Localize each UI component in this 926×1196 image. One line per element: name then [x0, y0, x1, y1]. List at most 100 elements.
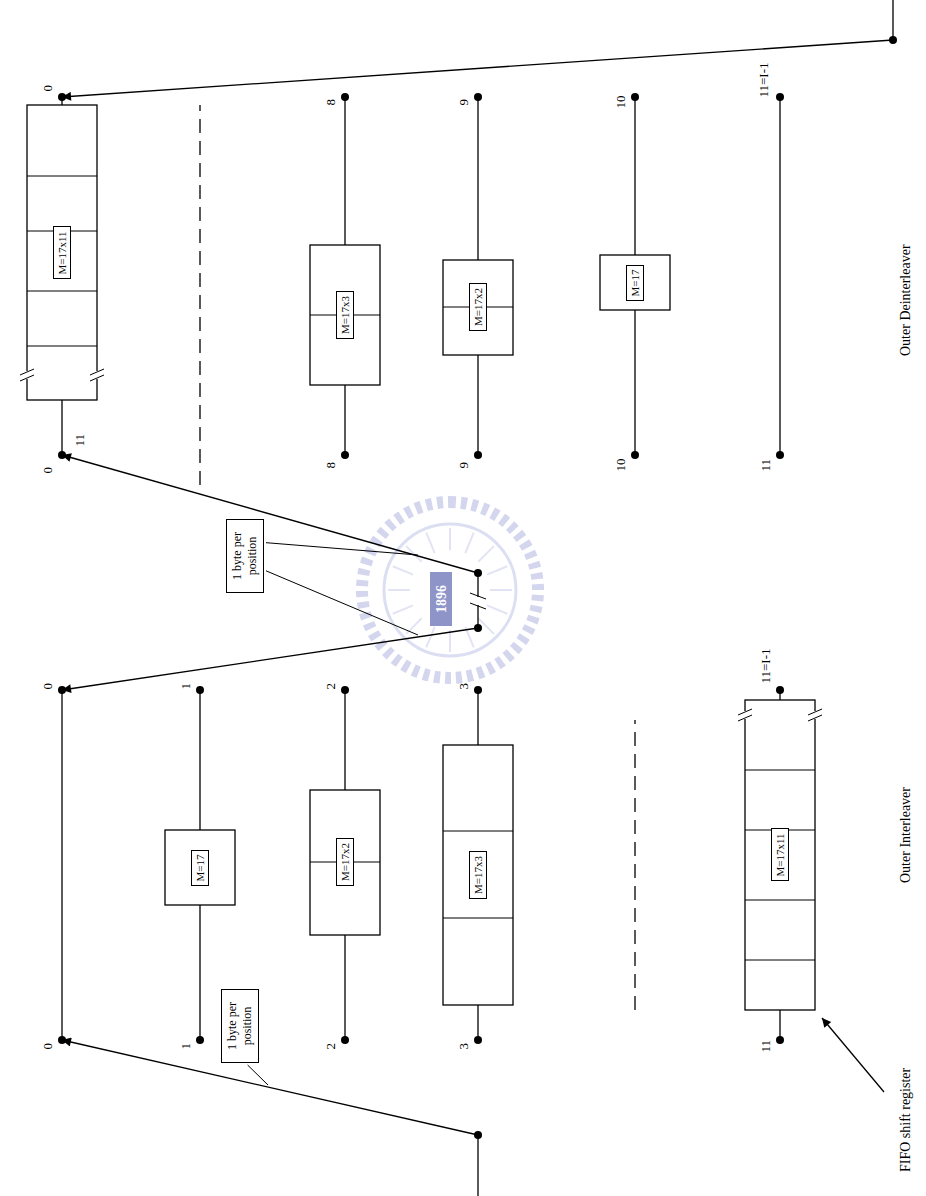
- watermark-logo: [362, 502, 538, 678]
- branch-number: 2: [324, 1043, 338, 1050]
- register-cell-divider: [27, 291, 97, 292]
- delay-label-box: M=17x11: [771, 828, 789, 881]
- branch-number: 9: [457, 99, 471, 106]
- switch-dot: [341, 93, 349, 101]
- box-text: M=17x11: [774, 833, 786, 876]
- caption-text: FIFO shift register: [898, 1068, 913, 1172]
- leader-arrow: [822, 1018, 884, 1092]
- branch-number: 10: [614, 96, 628, 109]
- note-box: 1 byte per position: [226, 519, 264, 593]
- register-cell-divider: [745, 770, 815, 771]
- switch-dot: [776, 686, 784, 694]
- register-cell-divider: [745, 960, 815, 961]
- break-mark: [90, 375, 104, 381]
- branch-number: 11: [759, 459, 773, 472]
- branch-number: 11: [759, 1040, 773, 1053]
- break-mark: [738, 715, 752, 721]
- box-text: M=17x11: [56, 231, 68, 274]
- note-box: 1 byte per position: [221, 989, 259, 1063]
- break-mark: [738, 709, 752, 715]
- switch-dot: [776, 93, 784, 101]
- box-text: 1 byte per position: [225, 995, 255, 1057]
- register-cell-divider: [443, 831, 513, 832]
- delay-label-box: M=17x3: [469, 851, 487, 899]
- switch-dot: [341, 1036, 349, 1044]
- delay-label-box: M=17: [191, 850, 209, 887]
- fifo-shift-register: [27, 105, 97, 400]
- commutator-arrow: [62, 1040, 478, 1135]
- ellipsis-dashes: [199, 105, 200, 485]
- branch-number: 0: [41, 85, 55, 92]
- box-text: M=17x2: [339, 843, 351, 881]
- box-text: M=17x3: [472, 856, 484, 894]
- box-text: M=17: [629, 270, 641, 297]
- switch-dot: [776, 1036, 784, 1044]
- switch-dot: [474, 686, 482, 694]
- ellipsis-dashes: [634, 720, 635, 1010]
- switch-dot: [889, 36, 897, 44]
- leader-line: [248, 1065, 268, 1085]
- commutator-arrow: [62, 628, 478, 690]
- switch-dot: [474, 451, 482, 459]
- break-gap: [26, 371, 98, 379]
- break-mark: [808, 709, 822, 715]
- branch-line: [779, 97, 780, 455]
- fifo-shift-register: [745, 700, 815, 1010]
- commutator-arrow: [62, 455, 478, 573]
- break-mark: [470, 603, 486, 609]
- fifo-shift-register: [443, 745, 513, 1005]
- fifo-shift-register: [443, 260, 513, 355]
- branch-number: 0: [41, 683, 55, 690]
- switch-dot: [631, 451, 639, 459]
- branch-number: 9: [457, 462, 471, 469]
- switch-dot: [341, 686, 349, 694]
- branch-number: 0: [41, 1043, 55, 1050]
- delay-label-box: M=17x3: [336, 291, 354, 339]
- box-text: M=17: [194, 855, 206, 882]
- box-text: M=17x2: [472, 288, 484, 326]
- caption-text: Outer Interleaver: [898, 787, 913, 883]
- switch-dot: [341, 451, 349, 459]
- fifo-shift-register: [600, 255, 670, 310]
- switch-dot: [474, 1131, 482, 1139]
- switch-dot: [196, 686, 204, 694]
- switch-dot: [474, 93, 482, 101]
- break-mark: [808, 715, 822, 721]
- box-text: M=17x3: [339, 296, 351, 334]
- branch-number: 11=I-1: [759, 648, 773, 683]
- break-gap: [744, 711, 816, 719]
- register-cell-divider: [443, 918, 513, 919]
- break-mark: [470, 593, 486, 599]
- branch-number: 11=I-1: [757, 62, 771, 97]
- branch-number: 11: [73, 434, 87, 447]
- watermark-text: 1896: [434, 585, 449, 613]
- switch-dot: [776, 451, 784, 459]
- break-mark: [20, 375, 34, 381]
- leader-line: [266, 543, 418, 555]
- break-mark: [90, 369, 104, 375]
- fifo-shift-register: [165, 830, 235, 905]
- branch-number: 1: [179, 1043, 193, 1050]
- switch-dot: [196, 1036, 204, 1044]
- branch-number: 8: [324, 99, 338, 106]
- register-cell-divider: [27, 176, 97, 177]
- box-text: 1 byte per position: [230, 525, 260, 587]
- output-line: [892, 0, 893, 40]
- switch-dot: [474, 624, 482, 632]
- branch-number: 1: [179, 683, 193, 690]
- branch-number: 10: [614, 459, 628, 472]
- branch-number: 2: [324, 683, 338, 690]
- break-mark: [20, 369, 34, 375]
- leader-line: [266, 571, 418, 635]
- branch-number: 3: [457, 1043, 471, 1050]
- branch-line: [61, 690, 62, 1040]
- commutator-arrow: [62, 40, 893, 97]
- delay-label-box: M=17x2: [469, 283, 487, 331]
- branch-number: 0: [41, 467, 55, 474]
- branch-number: 3: [457, 683, 471, 690]
- delay-label-box: M=17: [626, 265, 644, 302]
- delay-label-box: M=17x11: [53, 226, 71, 279]
- switch-dot: [474, 1036, 482, 1044]
